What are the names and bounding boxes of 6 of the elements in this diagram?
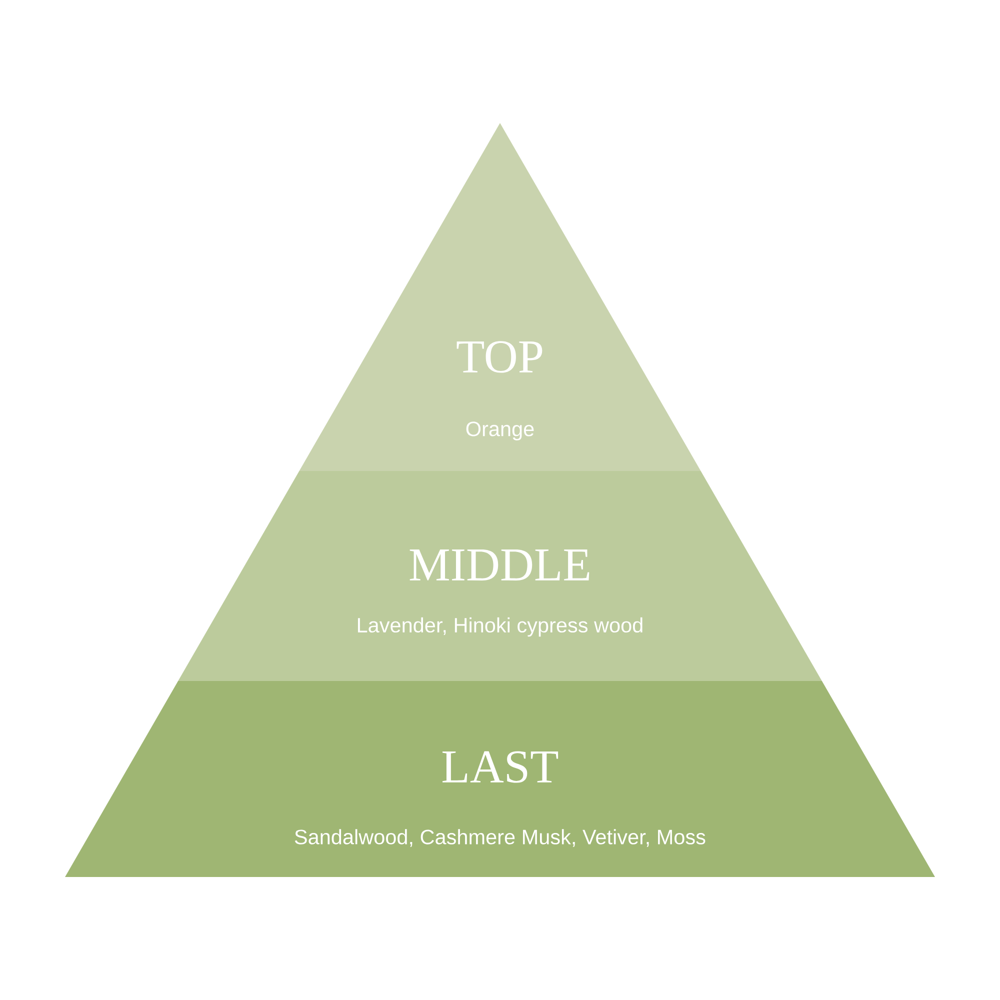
band-heading: TOP <box>456 341 542 373</box>
band-text: Orange <box>466 422 534 440</box>
band-text: Sandalwood, Cashmere Musk, Vetiver, Moss <box>294 829 706 847</box>
band-text: Lavender, Hinoki cypress wood <box>358 617 642 637</box>
band-heading: LAST <box>442 751 558 783</box>
band-heading: MIDDLE <box>410 550 590 580</box>
